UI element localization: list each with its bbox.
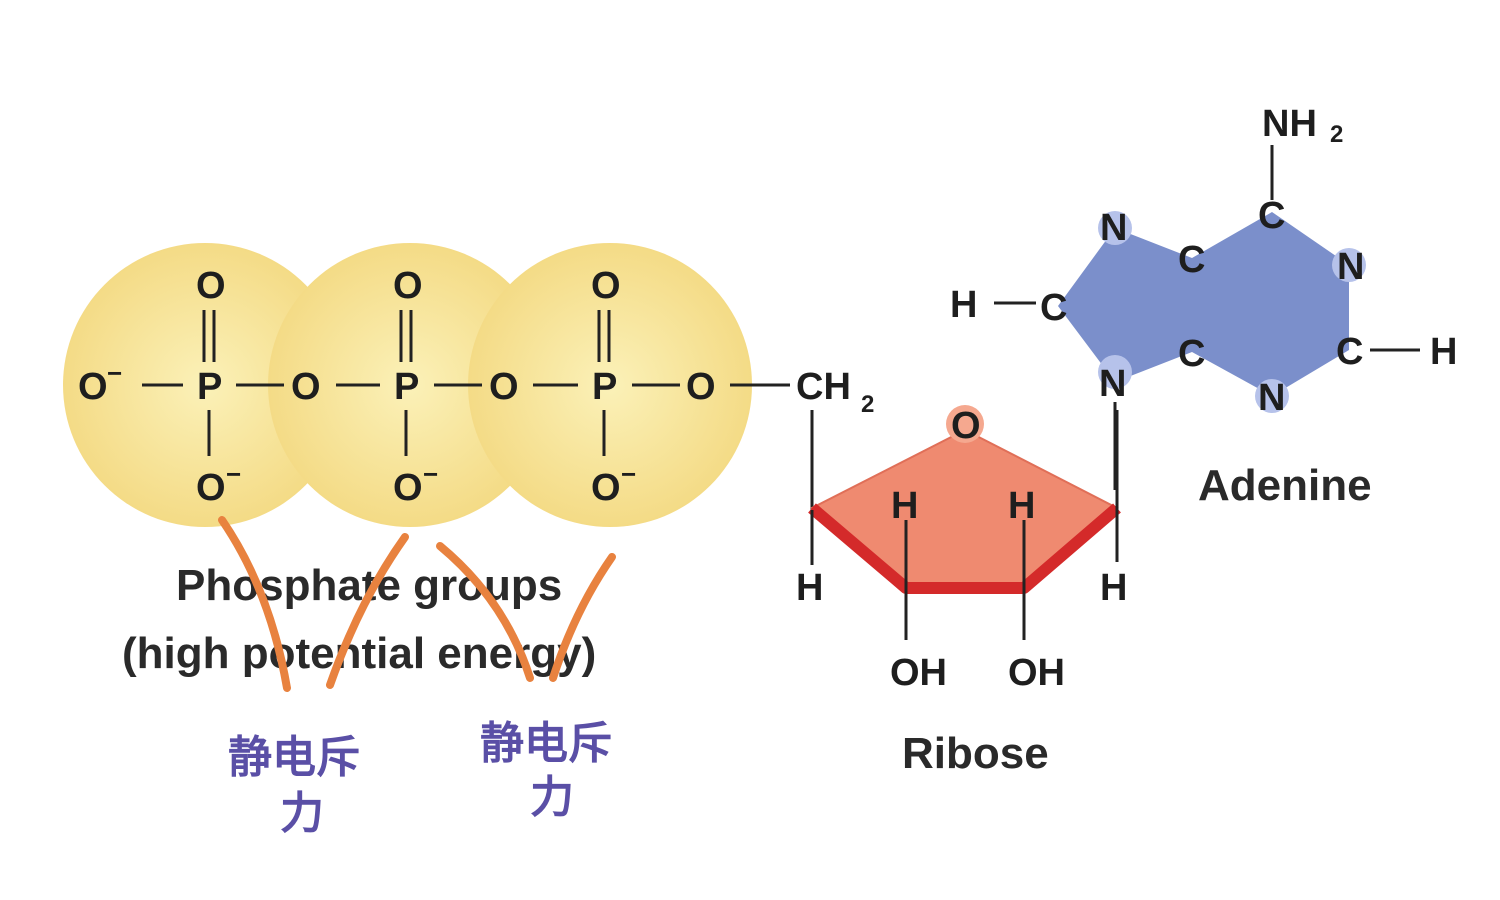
adenine-six-ring — [1192, 212, 1349, 396]
repulsion-arc-2b — [549, 553, 616, 682]
repulsion-marks — [218, 516, 616, 692]
ribose-h-inner-right: H — [1008, 485, 1035, 527]
atom-o-top-3: O — [591, 265, 621, 307]
annotation-right-line2: 力 — [530, 772, 574, 823]
atom-o-top-1: O — [196, 265, 226, 307]
atom-n-3: N — [1258, 377, 1285, 419]
atom-p-1: P — [197, 366, 222, 408]
ribose-label: Ribose — [902, 729, 1049, 778]
ribose-oh-left: OH — [890, 652, 947, 694]
annotation-left-line1: 静电斥 — [228, 732, 360, 783]
subscript-2: 2 — [861, 391, 874, 418]
repulsion-arc-1b — [326, 533, 409, 689]
repulsion-arc-2a — [436, 542, 534, 682]
atom-o-top-2: O — [393, 265, 423, 307]
phosphate-circle-3 — [468, 243, 752, 527]
adenine-h-right: H — [1430, 331, 1457, 373]
annotation-left-line2: 力 — [280, 788, 324, 839]
atom-n-1: N — [1337, 246, 1364, 288]
ribose-h-right: H — [1100, 567, 1127, 609]
atom-n-9: N — [1099, 363, 1126, 405]
atom-p-3: P — [592, 366, 617, 408]
atom-o-bridge-3: O — [686, 366, 716, 408]
atom-c-4: C — [1178, 333, 1205, 375]
atom-o-terminal: O — [78, 366, 108, 408]
phosphate-circle-1 — [63, 243, 347, 527]
atom-ch2: CH — [796, 366, 851, 408]
phosphate-circle-2 — [268, 243, 552, 527]
atom-c-2: C — [1336, 331, 1363, 373]
atom-c-8: C — [1040, 287, 1067, 329]
adenine-h-left: H — [950, 284, 977, 326]
adenine-five-ring — [1058, 228, 1192, 382]
ribose-h-left: H — [796, 567, 823, 609]
atom-o-bridge-1: O — [291, 366, 321, 408]
charge-minus: − — [226, 459, 241, 489]
repulsion-arc-1a — [218, 516, 291, 692]
subscript-2: 2 — [1330, 121, 1343, 148]
atom-o-bridge-2: O — [489, 366, 519, 408]
charge-minus: − — [107, 358, 122, 388]
adenine-label: Adenine — [1198, 461, 1372, 510]
atom-n-7: N — [1100, 207, 1127, 249]
atom-c-5: C — [1178, 239, 1205, 281]
charge-minus: − — [621, 459, 636, 489]
atom-o-bottom-3: O — [591, 467, 621, 509]
atom-c-top: C — [1258, 195, 1285, 237]
ribose-oh-right: OH — [1008, 652, 1065, 694]
phosphate-bonds — [142, 310, 790, 456]
annotation-right-line1: 静电斥 — [480, 718, 612, 769]
adenine-rings: NH 2 C N N C H C C C H N N — [950, 103, 1457, 490]
atom-o-bottom-2: O — [393, 467, 423, 509]
phosphate-atoms: O − O P O − O O P O − O O P O − O CH 2 — [78, 265, 874, 509]
ribose-ring: O H H H H OH OH — [796, 405, 1127, 694]
charge-minus: − — [423, 459, 438, 489]
atom-o-bottom-1: O — [196, 467, 226, 509]
ribose-h-inner-left: H — [891, 485, 918, 527]
atom-p-2: P — [394, 366, 419, 408]
ribose-pentagon — [810, 428, 1119, 589]
phosphate-group-circles — [63, 243, 752, 527]
ring-oxygen: O — [951, 405, 981, 447]
atom-nh2: NH — [1262, 103, 1317, 145]
